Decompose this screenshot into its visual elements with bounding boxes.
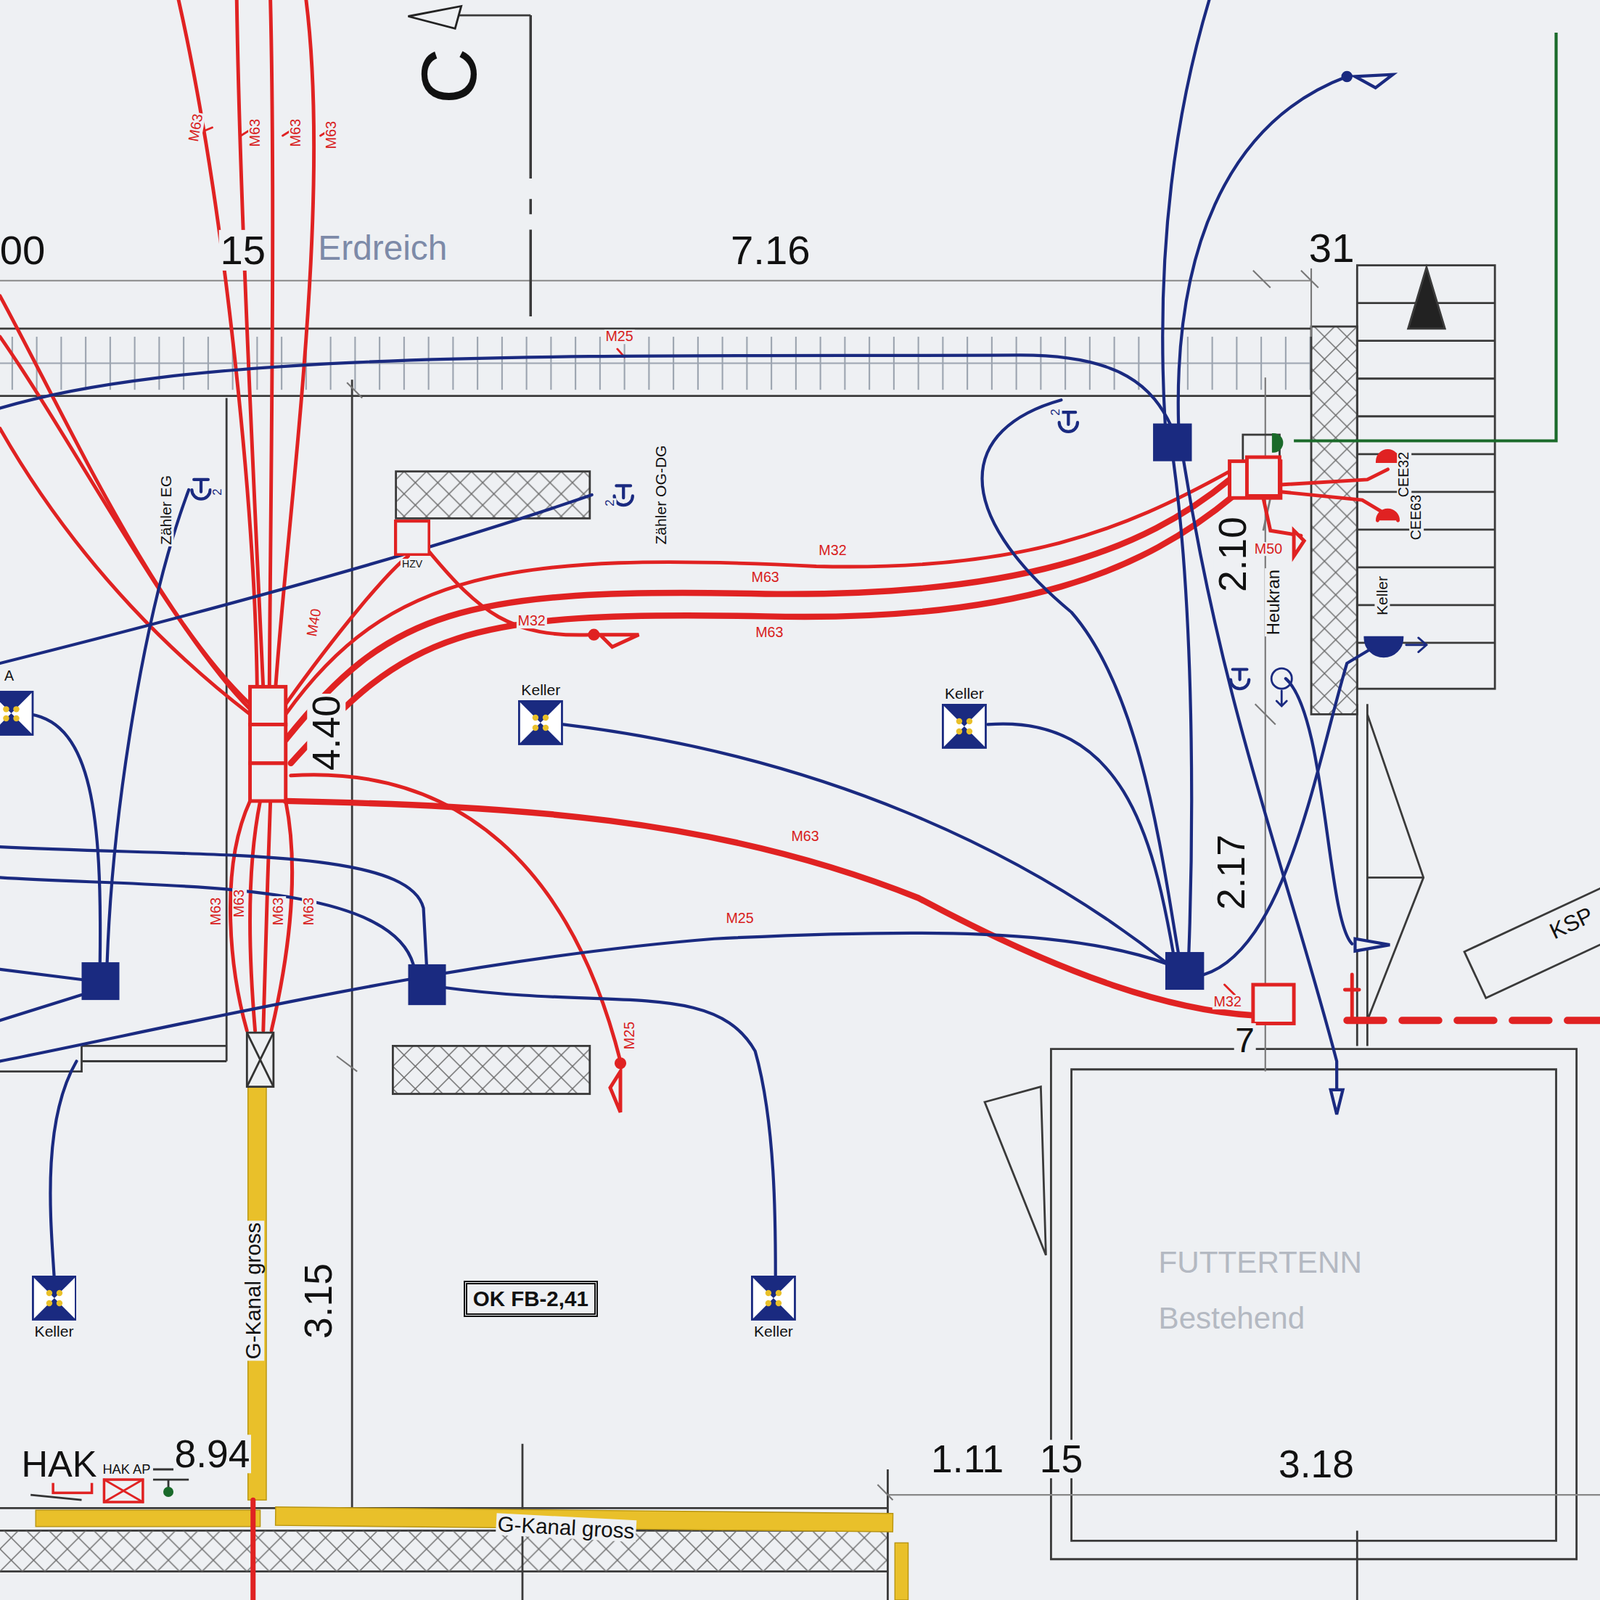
plan-label: FUTTERTENN xyxy=(1157,1246,1364,1278)
plan-label: Bestehend xyxy=(1157,1303,1307,1334)
level-box: OK FB-2,41 xyxy=(463,1280,598,1318)
plan-label: Keller xyxy=(1375,574,1391,617)
plan-label: 4.40 xyxy=(306,693,346,773)
plan-label: M32 xyxy=(817,544,848,559)
plan-label: Zähler OG-DG xyxy=(653,444,670,547)
socket-symbol xyxy=(941,703,987,749)
plan-label: 2.10 xyxy=(1213,515,1252,594)
plan-label: 1.11 xyxy=(929,1439,1005,1479)
plan-label: A xyxy=(2,669,16,685)
plan-label: Erdreich xyxy=(316,230,449,266)
junction-boxes xyxy=(81,423,1205,1006)
plan-label: M63 xyxy=(288,117,304,149)
plan-label: 2 xyxy=(1049,407,1063,417)
plan-label: 15 xyxy=(1038,1439,1085,1479)
plan-label: 3.18 xyxy=(1277,1444,1356,1484)
socket-box: Keller xyxy=(751,1275,797,1321)
plan-label: 2 xyxy=(604,498,617,508)
node-label: Keller xyxy=(943,685,986,701)
node-label: HZV xyxy=(400,558,424,569)
socket-symbol xyxy=(518,700,564,746)
plan-label: M63 xyxy=(232,887,248,918)
plan-label: HAK AP xyxy=(100,1462,152,1476)
plan-label: 31 xyxy=(1307,227,1357,269)
plan-label: 3.15 xyxy=(298,1261,338,1341)
plan-label: M32 xyxy=(516,614,548,630)
socket-symbol xyxy=(751,1275,797,1321)
earthing-line xyxy=(1273,32,1557,452)
node-label: Keller xyxy=(33,1323,76,1339)
plan-label: M50 xyxy=(1253,542,1284,557)
socket-box: Keller xyxy=(518,700,564,746)
blue-cables xyxy=(0,0,1427,1276)
plan-label: M63 xyxy=(208,896,224,927)
plan-label: HAK xyxy=(20,1446,99,1484)
plan-label: C xyxy=(409,47,488,106)
plan-label: M63 xyxy=(750,570,781,585)
plan-label: CEE63 xyxy=(1409,493,1424,542)
node-label: Keller xyxy=(752,1323,795,1339)
heating-box-symbol xyxy=(394,519,432,557)
plan-label: 2 xyxy=(211,486,224,497)
plan-label: M32 xyxy=(1212,994,1243,1010)
distribution-box xyxy=(30,1032,274,1500)
plan-label: M25 xyxy=(603,329,635,344)
plan-label: Heukran xyxy=(1264,568,1283,637)
plan-label: M63 xyxy=(789,829,820,844)
plan-label: G-Kanal gross xyxy=(242,1221,265,1362)
socket-box: Keller xyxy=(941,703,987,749)
plan-label: M25 xyxy=(724,911,755,926)
plan-label: M63 xyxy=(301,896,317,927)
plan-label: 00 xyxy=(0,229,47,270)
plan-label: M63 xyxy=(324,119,339,150)
plan-label: M63 xyxy=(248,117,263,149)
plan-label: 15 xyxy=(218,229,268,270)
level-text: OK FB-2,41 xyxy=(473,1287,589,1311)
heating-box: HZV xyxy=(394,519,432,557)
plan-label: 7.16 xyxy=(729,229,812,270)
plan-label: M63 xyxy=(753,625,785,640)
plan-label: M63 xyxy=(271,896,286,927)
plan-label: 7 xyxy=(1233,1023,1257,1058)
plan-label: CEE32 xyxy=(1396,450,1412,499)
plan-label: M25 xyxy=(622,1020,638,1051)
walls xyxy=(0,5,1600,1600)
plan-label: 8.94 xyxy=(173,1434,252,1474)
socket-symbol xyxy=(0,691,33,735)
plan-label: 2.17 xyxy=(1212,833,1251,912)
socket-symbol xyxy=(31,1275,77,1321)
socket-box: Keller xyxy=(31,1275,77,1321)
plan-label: Zähler EG xyxy=(158,473,175,547)
node-label: Keller xyxy=(519,682,562,698)
ground-channel xyxy=(35,1086,908,1600)
